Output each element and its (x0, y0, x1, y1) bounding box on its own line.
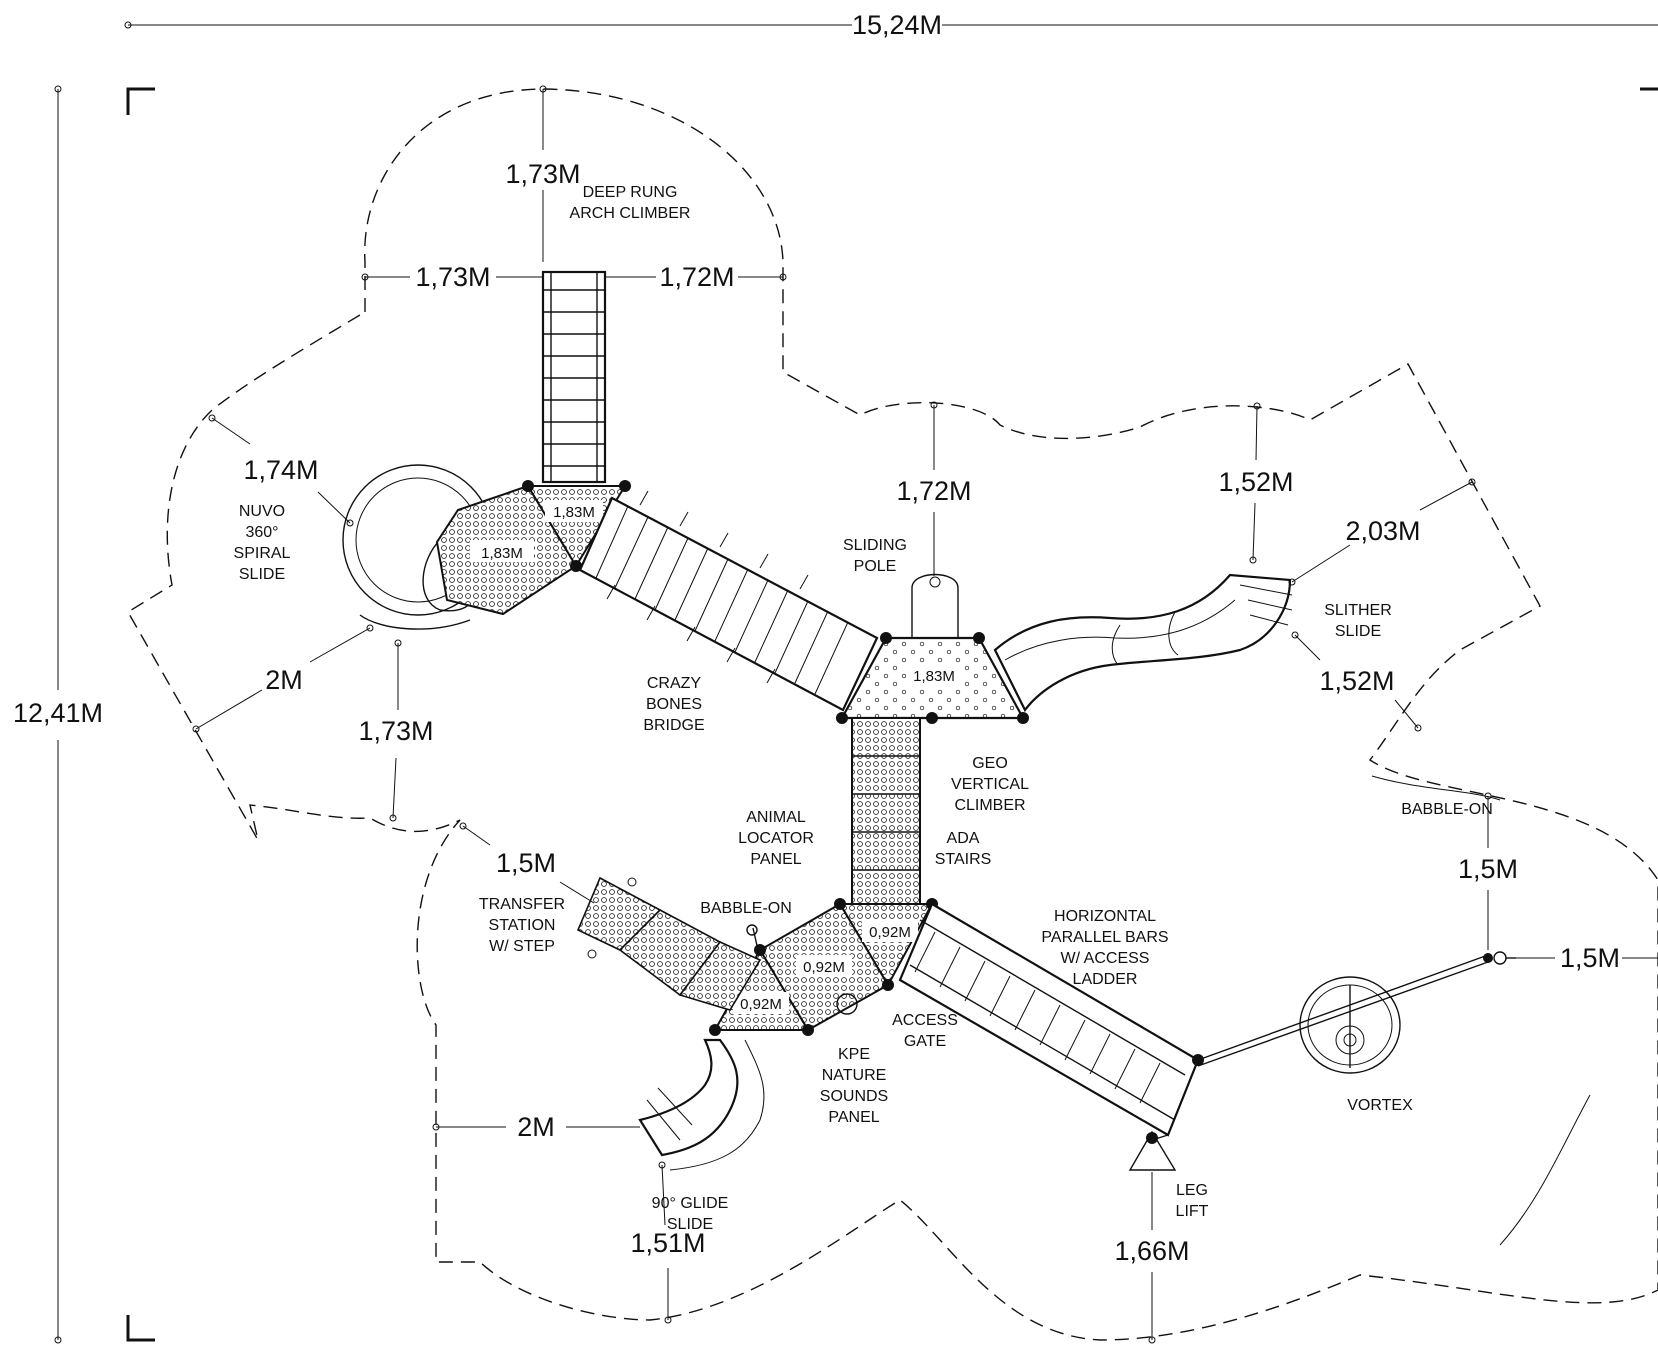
svg-text:1,51M: 1,51M (630, 1228, 705, 1258)
glide-dimensions: 2M 1,51M (432, 1112, 706, 1324)
platform-size-5: 0,92M (803, 959, 845, 976)
access-gate-label-2: GATE (904, 1033, 946, 1050)
transfer-station (576, 876, 762, 1011)
sliding-pole-dimension: 1,72M (896, 401, 972, 576)
babble-on-left-panel (746, 924, 759, 951)
arch-climber-label-2: ARCH CLIMBER (570, 205, 691, 222)
svg-text:1,66M: 1,66M (1114, 1236, 1189, 1266)
sliding-pole-label-1: SLIDING (843, 537, 907, 554)
slither-dimensions: 1,52M 2,03M 1,52M (1218, 402, 1476, 732)
leg-lift-label-1: LEG (1176, 1182, 1208, 1199)
parallel-bars-label-1: HORIZONTAL (1054, 908, 1156, 925)
animal-panel-label-2: LOCATOR (738, 830, 814, 847)
babble-on-left-label: BABBLE-ON (700, 900, 792, 917)
svg-text:1,73M: 1,73M (415, 262, 490, 292)
geo-climber-label-2: VERTICAL (951, 776, 1029, 793)
slither-label-1: SLITHER (1324, 602, 1392, 619)
vortex-zone-inner (1499, 1094, 1591, 1246)
leg-lift-label-2: LIFT (1176, 1203, 1209, 1220)
crazy-bones-label-3: BRIDGE (643, 717, 704, 734)
crazy-bones-bridge (578, 490, 879, 712)
glide-label-1: 90° GLIDE (652, 1195, 729, 1212)
spiral-label-1: NUVO (239, 503, 285, 520)
babble-on-dimensions: 1,5M 1,5M (1458, 792, 1658, 973)
svg-text:1,52M: 1,52M (1319, 666, 1394, 696)
spiral-label-2: 360° (245, 524, 278, 541)
access-gate-label-1: ACCESS (892, 1012, 958, 1029)
svg-text:2M: 2M (517, 1112, 555, 1142)
platform-size-6: 0,92M (740, 996, 782, 1013)
spiral-label-3: SPIRAL (234, 545, 291, 562)
transfer-dimension: 1,5M (459, 822, 595, 904)
crazy-bones-label-2: BONES (646, 696, 702, 713)
crazy-bones-label-1: CRAZY (647, 675, 702, 692)
vortex-zone-outline (1371, 775, 1501, 801)
spiral-dimensions: 1,74M 2M 1,73M (192, 414, 434, 822)
arch-side-dimensions: 1,73M 1,72M (361, 262, 787, 292)
geo-climber-label-3: CLIMBER (954, 797, 1025, 814)
parallel-bars-label-2: PARALLEL BARS (1041, 929, 1168, 946)
deck-lower: 0,92M 0,92M 0,92M (709, 898, 938, 1036)
vortex-spinner (1197, 954, 1489, 1074)
deck-upper-left: 1,83M 1,83M (435, 480, 631, 616)
svg-text:1,52M: 1,52M (1218, 467, 1293, 497)
kpe-label-3: SOUNDS (820, 1088, 888, 1105)
svg-text:1,5M: 1,5M (1560, 943, 1620, 973)
slither-label-2: SLIDE (1335, 623, 1381, 640)
kpe-label-1: KPE (838, 1046, 870, 1063)
svg-text:1,5M: 1,5M (496, 848, 556, 878)
platform-size-1: 1,83M (481, 545, 523, 562)
deep-rung-arch-climber (541, 270, 607, 484)
platform-size-3: 1,83M (913, 668, 955, 685)
sliding-pole (911, 573, 959, 638)
ada-stairs (851, 717, 921, 905)
svg-text:2M: 2M (265, 665, 303, 695)
transfer-label-1: TRANSFER (479, 896, 565, 913)
overall-width-dimension: 15,24M (124, 10, 1658, 40)
svg-text:1,74M: 1,74M (243, 455, 318, 485)
animal-panel-label-1: ANIMAL (746, 809, 806, 826)
platform-size-4: 0,92M (869, 924, 911, 941)
parallel-bars-label-3: W/ ACCESS (1061, 950, 1150, 967)
babble-on-right-label: BABBLE-ON (1401, 801, 1493, 818)
ada-stairs-label-1: ADA (947, 830, 980, 847)
slither-slide (993, 573, 1293, 713)
transfer-label-3: W/ STEP (489, 938, 555, 955)
svg-text:1,5M: 1,5M (1458, 854, 1518, 884)
corner-marks (126, 87, 1658, 1342)
overall-width-label: 15,24M (852, 10, 942, 40)
use-zone-boundary (127, 88, 1658, 1341)
arch-top-dimension: 1,73M (505, 85, 581, 262)
arch-climber-label-1: DEEP RUNG (583, 184, 678, 201)
parallel-bars-label-4: LADDER (1073, 971, 1138, 988)
glide-label-2: SLIDE (667, 1216, 713, 1233)
leg-lift (1128, 1130, 1177, 1171)
leg-lift-dimension: 1,66M (1114, 1172, 1190, 1344)
svg-text:1,73M: 1,73M (358, 716, 433, 746)
transfer-label-2: STATION (489, 917, 556, 934)
vortex-label: VORTEX (1347, 1097, 1413, 1114)
deck-central: 1,83M (836, 632, 1029, 724)
glide-slide (638, 1038, 765, 1171)
svg-text:1,73M: 1,73M (505, 159, 580, 189)
platform-size-2: 1,83M (553, 504, 595, 521)
animal-panel-label-3: PANEL (750, 851, 801, 868)
geo-climber-label-1: GEO (972, 755, 1008, 772)
kpe-label-4: PANEL (828, 1109, 879, 1126)
svg-text:1,72M: 1,72M (896, 476, 971, 506)
babble-on-right-panel (1483, 951, 1516, 965)
ada-stairs-label-2: STAIRS (935, 851, 992, 868)
svg-text:2,03M: 2,03M (1345, 516, 1420, 546)
overall-height-dimension: 12,41M (13, 85, 103, 1344)
kpe-label-2: NATURE (822, 1067, 887, 1084)
spiral-label-4: SLIDE (239, 566, 285, 583)
sliding-pole-label-2: POLE (854, 558, 897, 575)
overall-height-label: 12,41M (13, 698, 103, 728)
svg-text:1,72M: 1,72M (659, 262, 734, 292)
